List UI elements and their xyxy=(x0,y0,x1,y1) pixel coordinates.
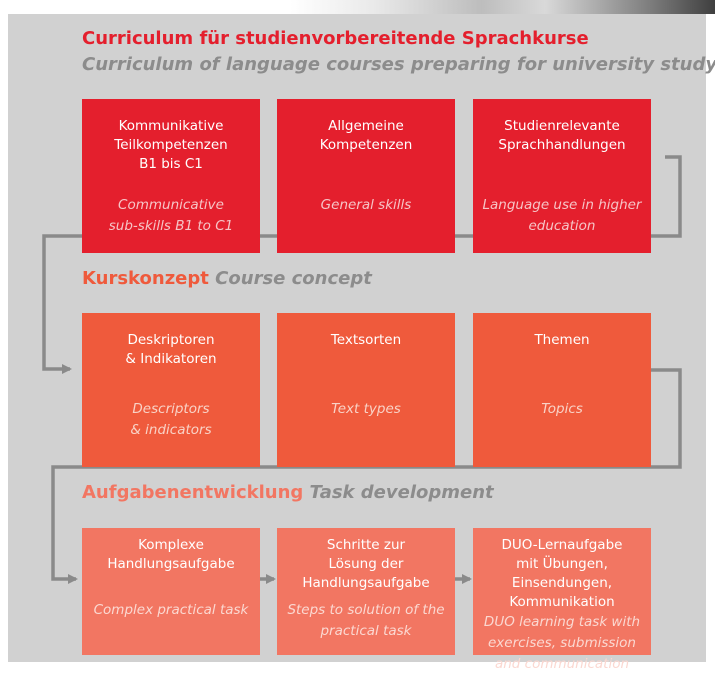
box-descriptors-indicators: Deskriptoren & Indikatoren Descriptors &… xyxy=(82,313,260,467)
box-text-de: Kommunikative Teilkompetenzen B1 bis C1 xyxy=(114,118,228,172)
section2-title-en: Course concept xyxy=(215,268,372,289)
box-text-de: Themen xyxy=(534,332,590,348)
box-duo-learning-task: DUO-Lernaufgabe mit Übungen, Einsendunge… xyxy=(473,528,651,672)
box-text-en: Topics xyxy=(541,401,583,417)
box-communicative-subskills: Kommunikative Teilkompetenzen B1 bis C1 … xyxy=(82,99,260,253)
box-text-en: General skills xyxy=(320,197,412,213)
box-text-de: Schritte zur Lösung der Handlungsaufgabe xyxy=(302,537,430,591)
box-text-types: Textsorten Text types xyxy=(277,313,455,467)
section1-subtitle: Curriculum of language courses preparing… xyxy=(82,54,715,75)
box-text-de: Studienrelevante Sprachhandlungen xyxy=(498,118,626,153)
box-text-de: Deskriptoren & Indikatoren xyxy=(125,332,217,367)
connector-2-to-3 xyxy=(51,368,682,584)
section3-title-de: Aufgabenentwicklung xyxy=(82,482,304,503)
box-text-de: DUO-Lernaufgabe mit Übungen, Einsendunge… xyxy=(501,537,623,610)
section3-title-en: Task development xyxy=(309,482,494,503)
box-complex-practical-task: Komplexe Handlungsaufgabe Complex practi… xyxy=(82,528,260,655)
box-text-de: Allgemeine Kompetenzen xyxy=(319,118,413,153)
curriculum-diagram-panel: Curriculum für studienvorbereitende Spra… xyxy=(8,14,715,672)
box-text-en: Descriptors & indicators xyxy=(130,401,212,438)
box-text-de: Textsorten xyxy=(330,332,402,348)
section2-title: Kurskonzept Course concept xyxy=(82,268,372,289)
section2-title-de: Kurskonzept xyxy=(82,268,209,289)
section1-title: Curriculum für studienvorbereitende Spra… xyxy=(82,28,589,49)
box-text-en: Text types xyxy=(331,401,401,417)
box-text-en: Steps to solution of the practical task xyxy=(287,602,445,639)
box-text-en: DUO learning task with exercises, submis… xyxy=(483,614,641,672)
box-text-de: Komplexe Handlungsaufgabe xyxy=(107,537,235,572)
box-text-en: Communicative sub-skills B1 to C1 xyxy=(108,197,234,234)
box-steps-to-solution: Schritte zur Lösung der Handlungsaufgabe… xyxy=(277,528,455,655)
background-photo xyxy=(290,0,715,14)
box-general-skills: Allgemeine Kompetenzen General skills xyxy=(277,99,455,253)
box-language-use-higher-education: Studienrelevante Sprachhandlungen Langua… xyxy=(473,99,651,253)
box-text-en: Complex practical task xyxy=(93,602,249,618)
box-topics: Themen Topics xyxy=(473,313,651,467)
box-text-en: Language use in higher education xyxy=(482,197,642,234)
section3-title: Aufgabenentwicklung Task development xyxy=(82,482,494,503)
